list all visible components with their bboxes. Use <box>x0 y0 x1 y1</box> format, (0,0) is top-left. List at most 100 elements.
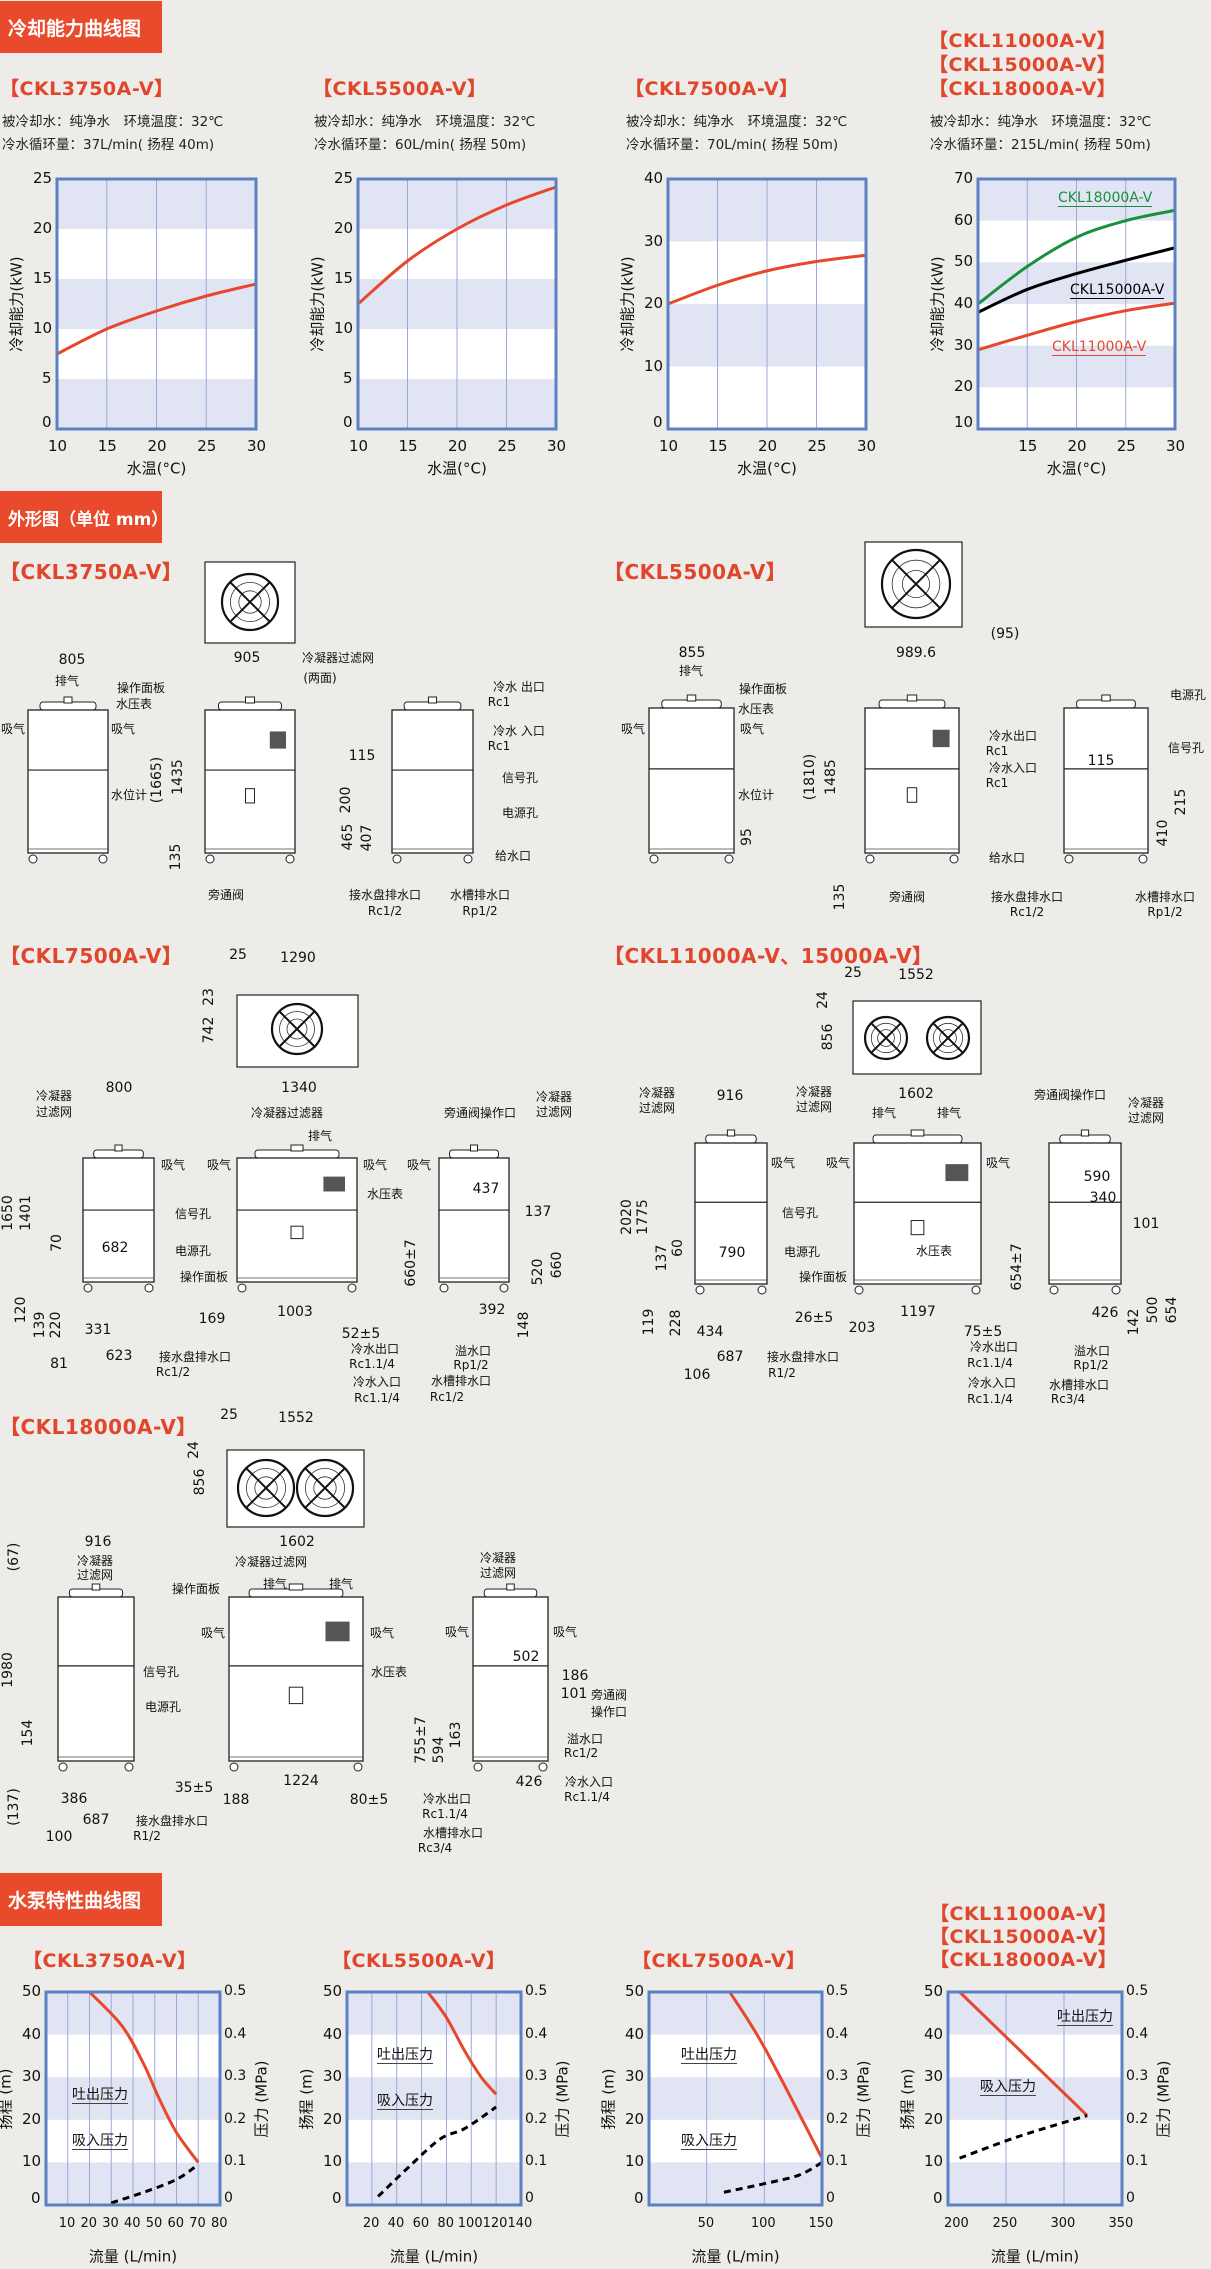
y-tick-label: 40 <box>323 2024 343 2043</box>
x-tick-label: 20 <box>147 437 167 455</box>
fan-spokes <box>245 1467 287 1509</box>
fan-guard <box>891 559 941 609</box>
drawing-label: Rp1/2 <box>1147 905 1183 919</box>
spec-line: 冷水循环量：70L/min( 扬程 50m) <box>626 137 839 153</box>
y2-tick-label: 0.1 <box>1126 2153 1149 2170</box>
x-tick-label: 30 <box>247 437 267 455</box>
y-tick-label: 40 <box>924 2024 944 2043</box>
drawing-label: Rc1 <box>487 695 511 709</box>
y-tick-label: 0 <box>42 413 52 431</box>
drawing-label: 426 <box>1091 1305 1119 1321</box>
spec-line: 被冷却水：纯净水 环境温度：32℃ <box>2 114 224 130</box>
drawing-label: 吸气 <box>552 1625 578 1639</box>
drawing-label: 169 <box>198 1311 226 1327</box>
caster-icon <box>439 1283 449 1293</box>
spec-line: 冷水循环量：215L/min( 扬程 50m) <box>930 137 1151 153</box>
series-annotation: 吐出压力 <box>72 2087 128 2104</box>
drawing-label: 冷水出口 <box>422 1792 472 1806</box>
x-tick-label: 30 <box>547 437 567 455</box>
drawing-label: 吸气 <box>0 722 26 736</box>
chart-title: 【CKL18000A-V】 <box>929 78 1117 100</box>
drawing-label: 接水盘排水口 <box>990 890 1064 904</box>
fan-icon <box>270 1002 324 1056</box>
y-tick-label: 30 <box>644 231 664 250</box>
drawing-label: 电源孔 <box>174 1244 212 1258</box>
drawing-label: 1552 <box>898 967 934 983</box>
exhaust-stub <box>1080 1129 1090 1137</box>
drawing-label: (两面) <box>303 671 337 685</box>
drawing-label: 旁通阀 <box>888 890 926 904</box>
series-line-1 <box>959 2114 1088 2160</box>
y2-tick-label: 0.1 <box>224 2153 247 2170</box>
drawing-label: 过滤网 <box>76 1568 114 1582</box>
y-tick-label: 20 <box>625 2109 645 2128</box>
x-tick-label: 40 <box>124 2216 141 2231</box>
bypass-valve-box <box>245 788 255 804</box>
y-tick-label: 0 <box>933 2189 943 2207</box>
drawing-label: 426 <box>515 1774 543 1790</box>
series-annotation: 吐出压力 <box>1057 2009 1113 2026</box>
y-tick-label: 40 <box>625 2024 645 2043</box>
drawing-label: 502 <box>512 1649 540 1665</box>
y-axis-label: 冷却能力(kW) <box>618 256 637 352</box>
series-annotation: 吸入压力 <box>72 2133 128 2150</box>
series-line-1 <box>110 2163 200 2205</box>
y-axis-label: 冷却能力(kW) <box>308 256 327 352</box>
drawing-label: 排气 <box>328 1577 354 1591</box>
drawing-label: 386 <box>60 1791 88 1807</box>
drawing-label: 682 <box>101 1240 129 1256</box>
drawing-label: 过滤网 <box>479 1566 517 1580</box>
drawing-label: (95) <box>990 626 1020 642</box>
x-tick-label: 300 <box>1050 2216 1076 2231</box>
x-tick-label: 250 <box>992 2216 1018 2231</box>
drawing-title: 【CKL11000A-V、15000A-V】 <box>604 944 933 968</box>
drawing-label: 23 <box>201 988 217 1006</box>
drawing-label: 吸气 <box>739 722 765 736</box>
caster-icon <box>949 854 959 864</box>
fan-icon <box>880 548 952 620</box>
fan-guard <box>304 1468 345 1509</box>
drawing-label: Rc1 <box>985 744 1009 758</box>
caster-icon <box>1064 854 1074 864</box>
plot-band <box>649 2077 822 2120</box>
caster-icon <box>83 1283 93 1293</box>
drawing-label: (1810) <box>802 753 818 801</box>
drawing-label: (67) <box>6 1542 22 1572</box>
drawing-label: 660 <box>549 1251 565 1279</box>
spec-line: 被冷却水：纯净水 环境温度：32℃ <box>314 114 536 130</box>
chart-title: 【CKL7500A-V】 <box>625 78 799 100</box>
drawing-label: 水位计 <box>110 788 148 802</box>
y-axis-label: 冷却能力(kW) <box>928 256 947 352</box>
drawing-label: 75±5 <box>963 1324 1003 1340</box>
x-tick-label: 30 <box>1166 437 1186 455</box>
drawing-label: 188 <box>222 1792 250 1808</box>
unit-body <box>27 709 109 854</box>
drawing-label: Rc1.1/4 <box>564 1790 610 1804</box>
y-tick-label: 20 <box>644 294 664 312</box>
drawing-title: 【CKL7500A-V】 <box>0 944 183 968</box>
drawing-label: 1775 <box>635 1199 651 1235</box>
y-tick-label: 0 <box>31 2189 41 2207</box>
drawing-label: 916 <box>84 1534 112 1550</box>
exhaust-stub <box>726 1129 736 1137</box>
drawing-label: 排气 <box>262 1577 288 1591</box>
drawing-label: 过滤网 <box>795 1100 833 1114</box>
drawing-label: 冷凝器过滤网 <box>301 651 375 665</box>
drawing-label: 905 <box>233 650 261 666</box>
drawing-label: 操作面板 <box>116 681 166 695</box>
y-tick-label: 60 <box>954 210 974 229</box>
drawing-label: 吸气 <box>369 1626 395 1640</box>
drawing-label: 吸气 <box>160 1158 186 1172</box>
drawing-label: Rc1 <box>985 776 1009 790</box>
drawing-label: 旁通阀操作口 <box>443 1106 517 1120</box>
drawing-label: 742 <box>201 1016 217 1044</box>
caster-icon <box>1138 854 1148 864</box>
drawing-label: 1602 <box>898 1086 934 1102</box>
series-line-0 <box>88 1990 200 2164</box>
x-tick-label: 20 <box>80 2216 98 2231</box>
drawing-label: 吸气 <box>362 1158 388 1172</box>
y2-tick-label: 0.3 <box>1126 2068 1149 2085</box>
drawing-label: 给水口 <box>988 851 1026 865</box>
exhaust-stub <box>245 696 255 704</box>
x-tick-label: 10 <box>349 437 369 455</box>
